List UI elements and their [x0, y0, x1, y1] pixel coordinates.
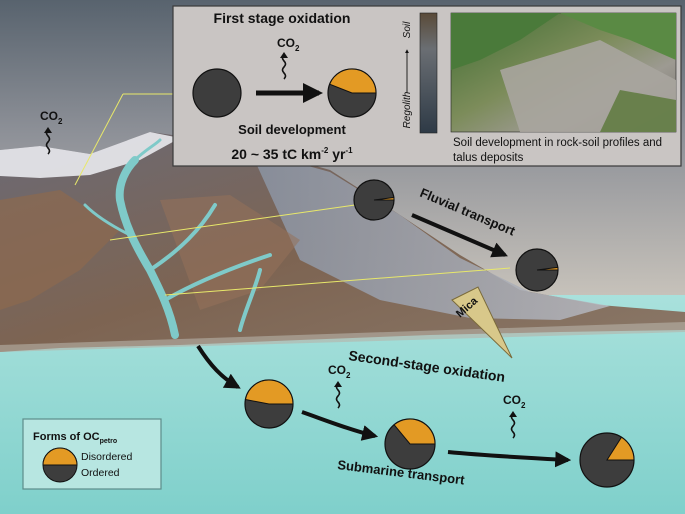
pie-disordered-slice — [606, 436, 635, 461]
co2-label-top: CO2 — [277, 36, 300, 53]
submarine-arrow-2 — [447, 450, 572, 468]
photo-caption-line2: talus deposits — [453, 152, 524, 164]
squiggle-top — [281, 54, 287, 80]
pie-fluvial-2 — [515, 248, 559, 292]
pie-submarine-1 — [244, 379, 294, 429]
up-arrowhead-sea-a — [334, 381, 342, 387]
river-to-sea-arrow — [196, 344, 241, 389]
up-arrowhead-atmosphere — [44, 127, 52, 133]
pie-fluvial-1 — [353, 179, 395, 221]
submarine-arrow-1 — [301, 410, 379, 441]
soil-core-photo — [419, 12, 438, 134]
legend: Forms of OCpetro Disordered Ordered — [22, 418, 162, 490]
co2-label-sea-a: CO2 — [328, 363, 351, 380]
soil-development-label: Soil development — [238, 122, 346, 137]
talus-photo — [450, 12, 677, 133]
leader-lines — [74, 93, 511, 296]
squiggle-sea-a — [335, 383, 341, 409]
profile-top-label: Soil — [402, 21, 413, 38]
mica-flake — [451, 286, 513, 359]
legend-title: Forms of OCpetro — [33, 431, 117, 445]
first-stage-title: First stage oxidation — [214, 10, 351, 26]
pie-ordered-slice — [192, 68, 242, 118]
co2-label-atmosphere: CO2 — [40, 109, 63, 126]
up-arrowhead-sea-b — [509, 411, 517, 417]
pie-disordered-slice — [393, 418, 436, 445]
profile-bottom-label: Regolith — [402, 91, 413, 128]
pie-after-soil — [327, 68, 377, 118]
pie-submarine-2 — [384, 418, 436, 470]
squiggle-atmosphere — [45, 129, 51, 155]
up-arrowhead-top — [280, 52, 288, 58]
pie-submarine-3 — [579, 432, 635, 488]
co2-label-sea-b: CO2 — [503, 393, 526, 410]
pie-disordered-slice — [536, 266, 559, 271]
photo-caption-line1: Soil development in rock-soil profiles a… — [453, 137, 662, 149]
pie-disordered-slice — [373, 196, 395, 201]
oxidation-rate: 20 ~ 35 tC km-2 yr-1 — [231, 146, 353, 162]
pie-disordered-slice — [329, 68, 377, 94]
legend-ordered: Ordered — [81, 467, 120, 479]
pie-disordered-slice — [244, 379, 294, 405]
squiggle-sea-b — [510, 413, 516, 439]
pie-before-soil — [192, 68, 242, 118]
legend-pie-disordered-half — [42, 447, 78, 466]
fluvial-arrow — [411, 213, 508, 258]
oc-petro-pies — [192, 68, 635, 488]
legend-disordered: Disordered — [81, 451, 133, 463]
